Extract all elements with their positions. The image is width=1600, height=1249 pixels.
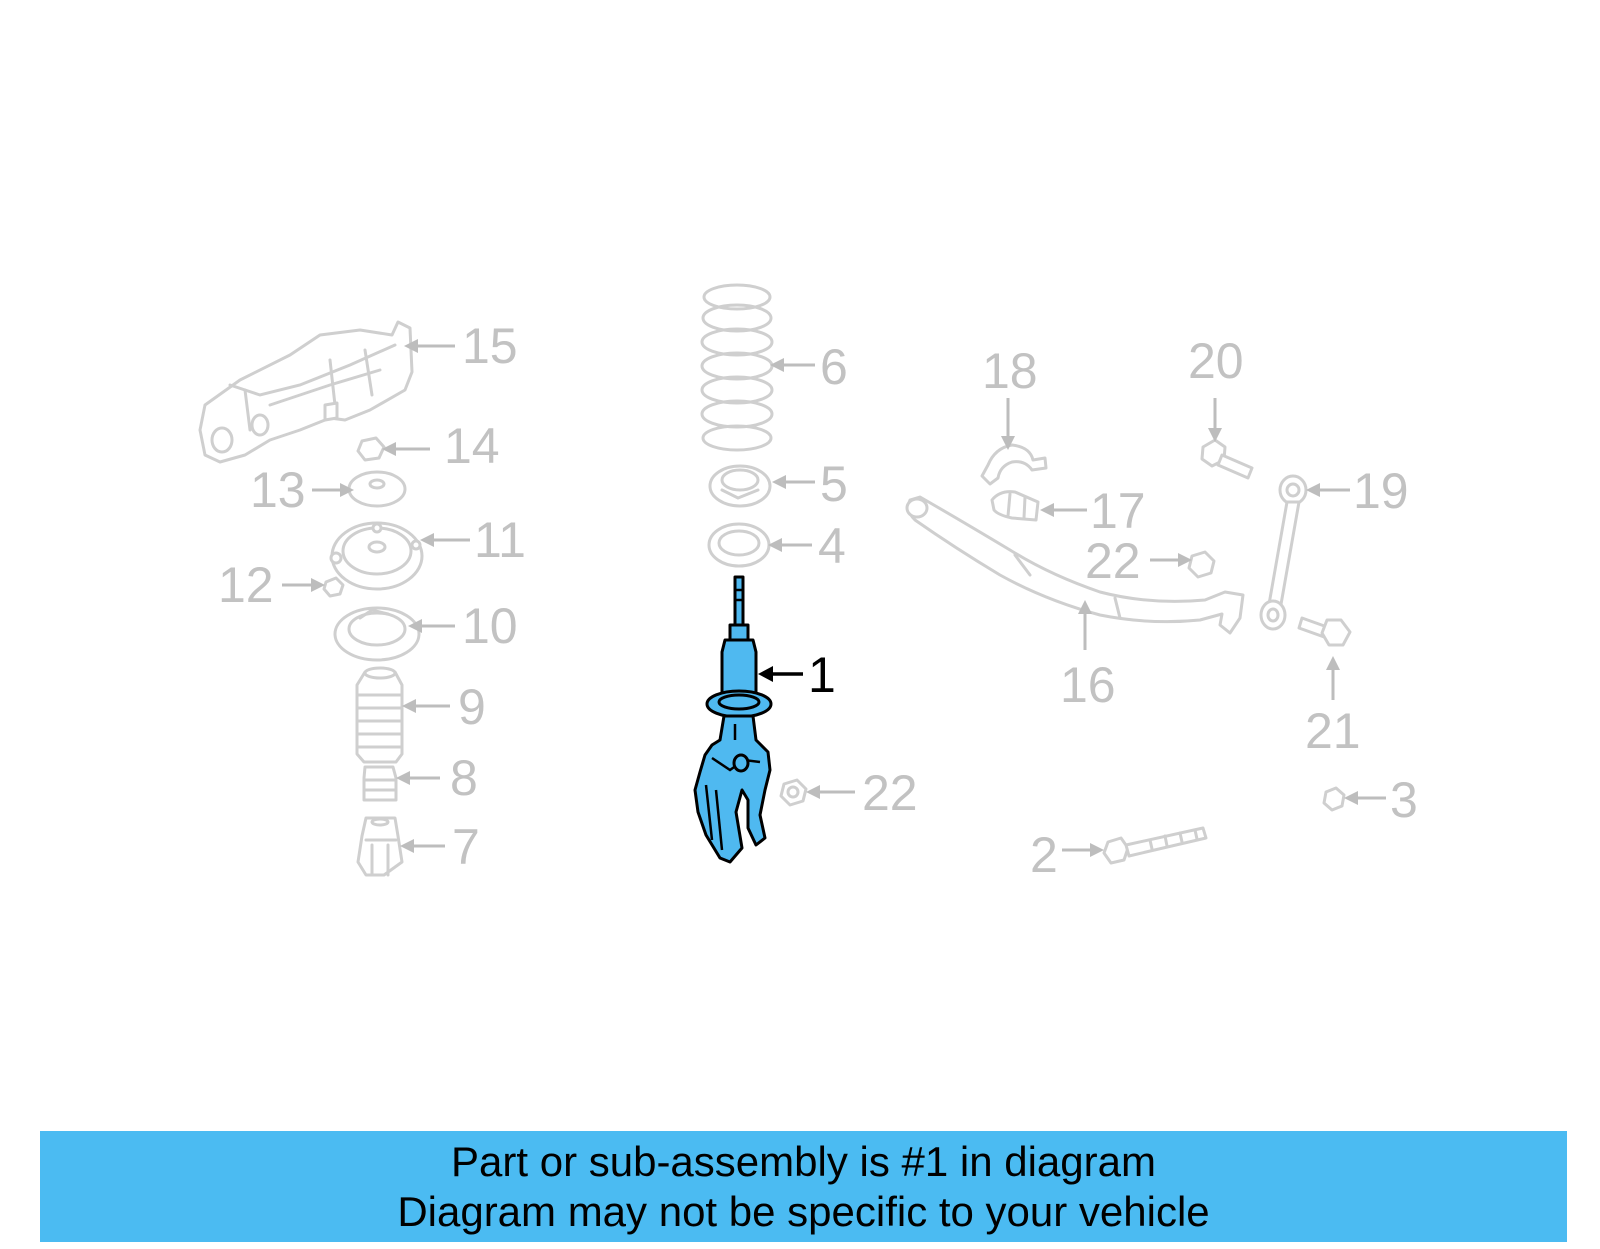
callout-3: 3	[1390, 772, 1418, 828]
part-16-stabilizer-bar	[905, 495, 1245, 635]
callout-22-right: 22	[1085, 533, 1141, 589]
part-7-stop-cup	[356, 816, 404, 877]
callout-17: 17	[1090, 483, 1146, 539]
callout-22-left: 22	[862, 765, 918, 821]
callout-7: 7	[452, 819, 480, 875]
banner-line-1: Part or sub-assembly is #1 in diagram	[451, 1138, 1156, 1185]
callout-8: 8	[450, 750, 478, 806]
banner-line-2: Diagram may not be specific to your vehi…	[397, 1188, 1210, 1235]
part-1-strut-assembly[interactable]	[693, 575, 773, 864]
callout-15: 15	[462, 318, 518, 374]
callout-14: 14	[444, 418, 500, 474]
callout-6: 6	[820, 339, 848, 395]
part-19-stabilizer-link	[1259, 474, 1308, 631]
part-8-bump-stop	[362, 765, 398, 802]
callout-9: 9	[458, 679, 486, 735]
part-5-spring-seat	[708, 464, 772, 508]
part-17-bushing	[990, 490, 1040, 522]
part-14-nut	[356, 436, 386, 462]
part-6-coil-spring	[700, 283, 774, 452]
callout-13: 13	[250, 462, 306, 518]
callout-10: 10	[462, 598, 518, 654]
callout-12: 12	[218, 557, 274, 613]
callout-19: 19	[1353, 463, 1409, 519]
part-20-bolt	[1200, 438, 1254, 480]
part-13-washer	[347, 470, 407, 508]
part-2-bolt	[1102, 826, 1208, 865]
callout-1: 1	[808, 647, 836, 703]
part-15-subframe	[198, 320, 414, 464]
part-21-bolt	[1297, 616, 1352, 647]
part-9-dust-boot	[355, 666, 404, 764]
part-10-spring-seat	[333, 606, 421, 662]
part-18-clamp	[980, 443, 1048, 486]
callout-5: 5	[820, 456, 848, 512]
part-3-nut	[1322, 786, 1346, 812]
part-11-strut-mount	[329, 521, 424, 591]
callout-18: 18	[982, 343, 1038, 399]
callout-11: 11	[474, 512, 526, 568]
callout-20: 20	[1188, 333, 1244, 389]
callout-4: 4	[818, 518, 846, 574]
callout-16: 16	[1060, 657, 1116, 713]
callout-21: 21	[1305, 703, 1361, 759]
part-22-nut-upper	[1187, 550, 1216, 579]
part-4-insulator	[707, 522, 771, 568]
callout-2: 2	[1030, 827, 1058, 883]
part-12-nut	[322, 576, 345, 598]
info-banner: Part or sub-assembly is #1 in diagram Di…	[40, 1131, 1567, 1242]
part-22-nut-lower	[779, 778, 808, 807]
